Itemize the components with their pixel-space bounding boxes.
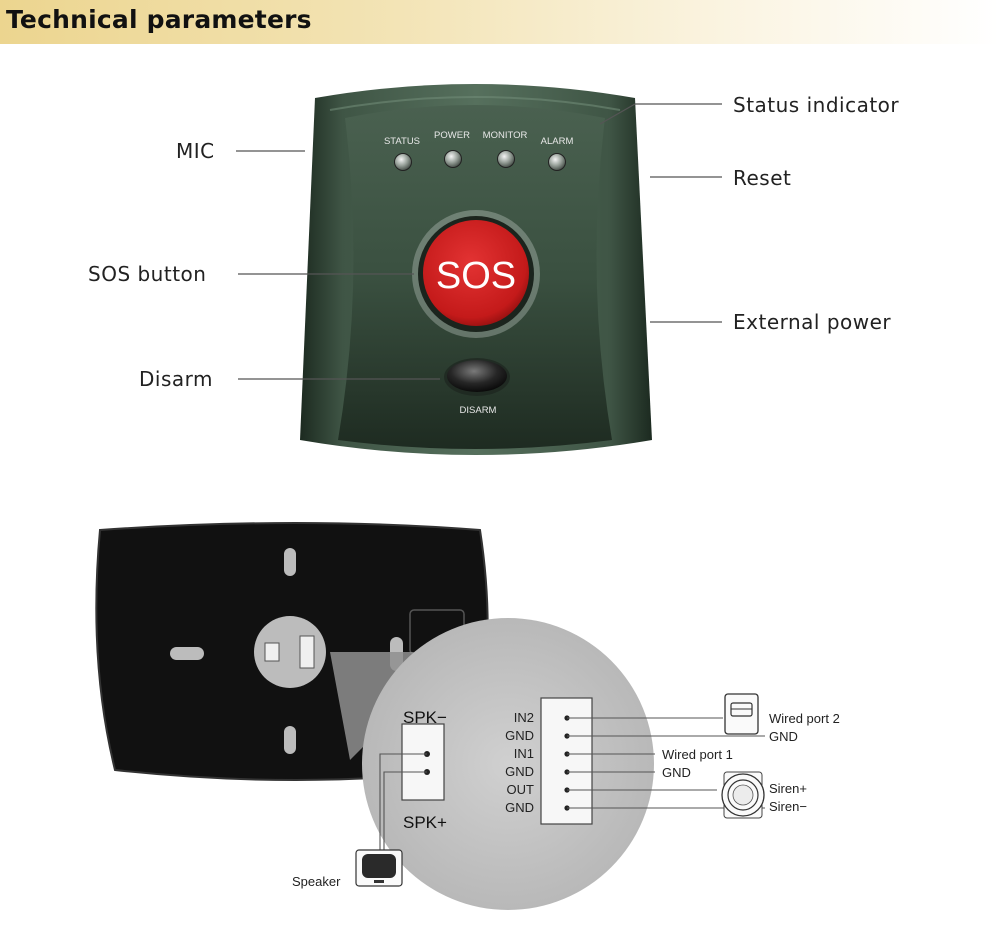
- led-label-alarm: ALARM: [541, 136, 574, 147]
- siren-icon: [721, 771, 765, 819]
- front-callouts: [236, 103, 722, 380]
- terminal-in1: IN1: [514, 746, 534, 761]
- callout-external-power: External power: [733, 310, 891, 334]
- mount-slot-left: [170, 647, 204, 660]
- terminal-in2: IN2: [514, 710, 534, 725]
- led-row: STATUS POWER MONITOR ALARM: [384, 130, 573, 171]
- speaker-wires: [379, 753, 427, 850]
- connector-window: [254, 616, 326, 688]
- speaker-icon: [355, 849, 403, 887]
- status-led-icon: [394, 153, 412, 171]
- callout-reset: Reset: [733, 166, 791, 190]
- alarm-led-icon: [548, 153, 566, 171]
- terminal-gnd-3: GND: [505, 800, 534, 815]
- disarm-button[interactable]: DISARM: [444, 358, 510, 416]
- label-wired-port-1: Wired port 1: [662, 747, 733, 762]
- terminal-gnd-1: GND: [505, 728, 534, 743]
- label-gnd-a: GND: [769, 729, 798, 744]
- callout-status-indicator: Status indicator: [733, 93, 899, 117]
- led-label-monitor: MONITOR: [483, 130, 528, 141]
- monitor-led-icon: [497, 150, 515, 168]
- label-speaker: Speaker: [292, 874, 341, 889]
- spk-minus-label: SPK−: [403, 708, 447, 727]
- terminal-out: OUT: [507, 782, 535, 797]
- label-wired-port-2: Wired port 2: [769, 711, 840, 726]
- callout-disarm: Disarm: [139, 367, 213, 391]
- page-title: Technical parameters: [6, 5, 312, 34]
- zoom-projection: [330, 652, 560, 760]
- mount-slot-bottom: [284, 726, 296, 754]
- sos-button-label: SOS: [436, 255, 516, 297]
- callout-sos-button: SOS button: [88, 262, 206, 286]
- callout-mic: MIC: [176, 139, 215, 163]
- spk-connector: [401, 723, 445, 801]
- led-label-status: STATUS: [384, 136, 420, 147]
- label-siren-plus: Siren+: [769, 781, 807, 796]
- sos-button[interactable]: SOS: [412, 210, 540, 338]
- led-label-power: POWER: [434, 130, 470, 141]
- spk-plus-label: SPK+: [403, 813, 447, 832]
- terminal-gnd-2: GND: [505, 764, 534, 779]
- pir-sensor-icon: [724, 693, 759, 735]
- front-device: STATUS POWER MONITOR ALARM SOS DISARM: [300, 84, 652, 455]
- label-siren-minus: Siren−: [769, 799, 807, 814]
- header-bar: Technical parameters: [0, 0, 1000, 44]
- zoom-circle: SPK− SPK+ IN2 GND IN1 GND OUT GND: [362, 618, 654, 910]
- power-led-icon: [444, 150, 462, 168]
- label-gnd-b: GND: [662, 765, 691, 780]
- disarm-button-label: DISARM: [460, 405, 497, 416]
- mount-slot-top: [284, 548, 296, 576]
